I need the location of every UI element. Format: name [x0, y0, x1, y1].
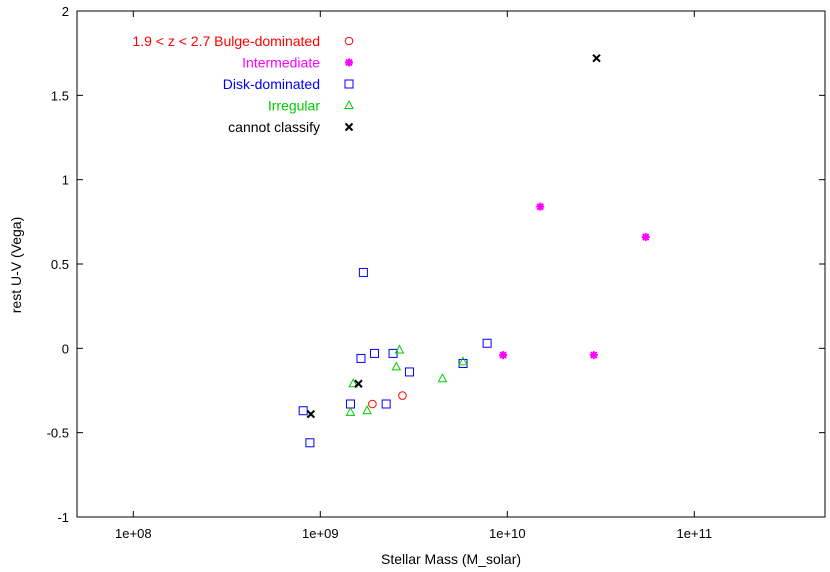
data-point-x: [354, 379, 363, 388]
y-axis-label: rest U-V (Vega): [8, 217, 24, 313]
data-point-square: [298, 406, 308, 416]
data-point-square: [305, 438, 315, 448]
y-tick-label: 0: [62, 341, 69, 356]
data-point-circle: [398, 391, 407, 400]
data-points: [298, 54, 650, 448]
data-point-triangle: [394, 344, 405, 354]
x-tick-label: 1e+09: [302, 526, 339, 541]
plot-frame: [76, 10, 826, 518]
data-point-square: [358, 267, 368, 277]
legend-marker-triangle: [344, 99, 354, 109]
data-point-x: [306, 409, 316, 419]
data-point-triangle: [437, 373, 448, 383]
legend-label: Irregular: [268, 98, 320, 114]
data-point-square: [370, 348, 380, 358]
legend-label: Intermediate: [242, 55, 320, 71]
x-axis-label: Stellar Mass (M_solar): [381, 551, 521, 567]
data-point-square: [356, 353, 366, 363]
data-point-x: [592, 54, 601, 63]
legend-marker-circle: [344, 36, 354, 46]
data-point-square: [458, 359, 468, 369]
y-tick-label: 0.5: [51, 257, 69, 272]
data-point-triangle: [345, 406, 356, 416]
data-point-star: [589, 351, 598, 360]
data-point-triangle: [458, 356, 468, 366]
data-point-square: [405, 367, 415, 377]
y-tick-label: -1: [57, 510, 69, 525]
x-tick-label: 1e+08: [115, 526, 152, 541]
x-tick-label: 1e+10: [489, 526, 526, 541]
data-point-square: [482, 338, 492, 348]
y-tick-label: -0.5: [47, 426, 69, 441]
x-tick-label: 1e+11: [677, 526, 713, 541]
data-point-triangle: [348, 378, 359, 388]
axis-ticks: 1e+08 1e+09 1e+10 1e+11 -1 -0.5 0 0.5 1 1.5 2: [47, 4, 825, 541]
data-point-star: [536, 202, 545, 211]
legend-marker-x: [344, 122, 354, 132]
data-point-triangle: [362, 405, 372, 415]
data-point-square: [345, 399, 355, 409]
y-tick-label: 2: [62, 4, 69, 19]
data-point-star: [499, 351, 508, 360]
data-point-star: [641, 233, 650, 242]
legend-label: cannot classify: [228, 119, 320, 135]
y-tick-label: 1.5: [51, 88, 69, 103]
data-point-square: [381, 399, 391, 409]
legend-label: Disk-dominated: [223, 76, 320, 92]
y-tick-label: 1: [62, 173, 69, 188]
legend: 1.9 < z < 2.7 Bulge-dominatedIntermediat…: [132, 33, 354, 135]
data-point-circle: [368, 399, 377, 409]
data-point-triangle: [391, 361, 402, 371]
legend-label: 1.9 < z < 2.7 Bulge-dominated: [132, 33, 320, 49]
legend-marker-square: [344, 79, 354, 89]
legend-marker-star: [345, 58, 353, 67]
